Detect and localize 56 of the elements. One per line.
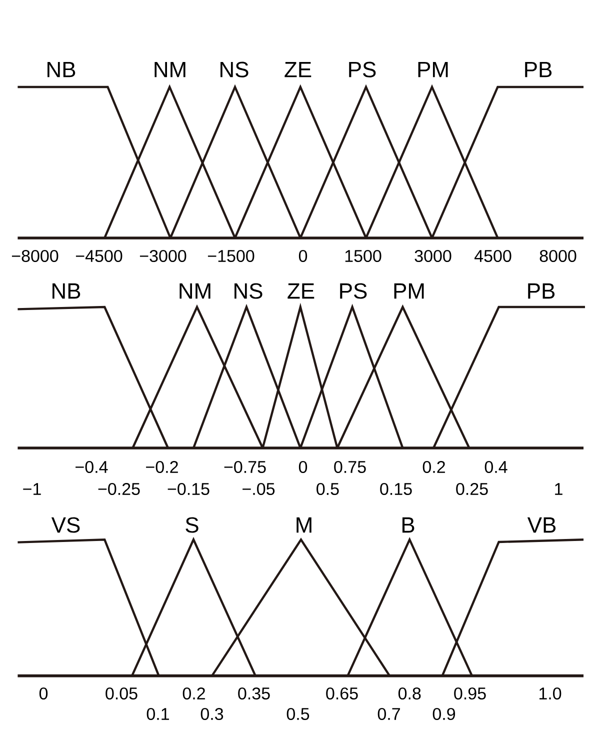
term-label: S [186,517,198,533]
tick-label: 1 [555,483,562,495]
tick-label: −1500 [208,250,254,262]
tick-label: 0.5 [316,482,339,496]
tick-label: 0 [39,687,48,700]
tick-label: −0.4 [76,460,108,474]
tick-label: −1 [23,483,41,495]
tick-label: 1.0 [540,687,562,700]
term-label: NS [234,283,262,299]
tick-label: 0.15 [380,482,412,496]
term-label: PM [394,283,424,299]
tick-label: 8000 [540,250,576,262]
tick-label: 3000 [414,250,452,262]
tick-label: −.05 [242,482,275,496]
tick-label: 0.1 [146,708,169,720]
term-label: NB [52,283,80,299]
tick-label: 0.95 [454,687,486,700]
tick-label: −8000 [12,250,58,262]
term-label: PM [418,62,448,78]
term-label: PS [349,62,376,78]
term-label: PS [340,283,367,299]
tick-label: 1500 [345,250,382,262]
tick-label: 4500 [474,250,512,262]
term-label: NS [220,62,248,78]
tick-label: 0.35 [238,687,270,700]
tick-label: −0.15 [168,482,210,496]
tick-label: 0 [298,460,308,474]
term-label: VS [51,517,80,533]
tick-label: −0.25 [98,482,140,496]
term-label: NM [180,283,210,299]
tick-label: 0.8 [398,687,421,700]
term-label: VB [527,517,556,533]
tick-label: −0.75 [224,460,266,474]
term-label: ZE [284,62,312,78]
tick-label: 0.65 [326,687,358,700]
tick-label: 0 [298,250,308,262]
term-label: PB [528,283,555,299]
term-label: NM [154,62,186,78]
term-label: B [402,517,414,533]
tick-label: 0.4 [484,460,508,474]
tick-label: −3000 [140,250,186,262]
term-label: PB [525,62,552,78]
tick-label: 0.5 [286,708,310,720]
tick-label: 0.05 [106,687,138,700]
tick-label: −4500 [76,250,122,262]
term-label: ZE [288,283,314,299]
tick-label: 0.2 [422,460,445,474]
tick-label: 0.25 [456,482,488,496]
term-label: M [296,517,312,533]
tick-label: 0.7 [378,708,400,720]
tick-label: 0.3 [200,708,224,720]
term-label: NB [48,62,76,78]
tick-label: 0.9 [432,708,456,720]
tick-label: −0.2 [146,460,178,474]
tick-label: 0.2 [182,687,205,700]
tick-label: 0.75 [334,460,366,474]
